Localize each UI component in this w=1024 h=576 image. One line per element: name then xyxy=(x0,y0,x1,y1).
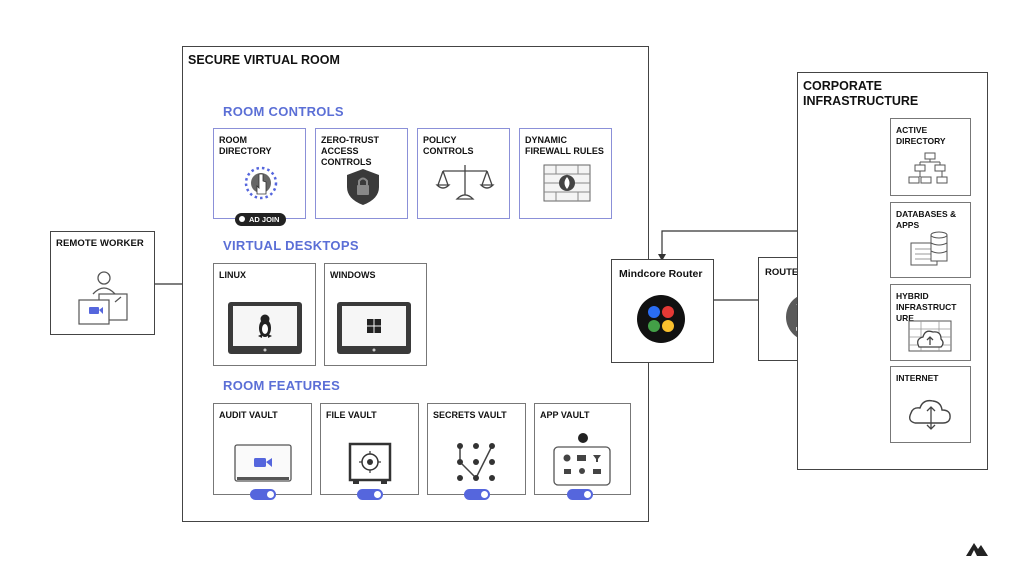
app-grid-icon xyxy=(553,433,611,486)
firewall-icon xyxy=(543,164,591,202)
scales-icon xyxy=(435,165,495,200)
room-directory-label: ROOM DIRECTORY xyxy=(219,135,272,156)
secrets-vault-label: SECRETS VAULT xyxy=(433,410,507,420)
active-directory-card[interactable]: ACTIVE DIRECTORY xyxy=(890,118,971,196)
dynamic-firewall-card[interactable]: DYNAMIC FIREWALL RULES xyxy=(519,128,612,219)
corporate-title: CORPORATE INFRASTRUCTURE xyxy=(803,79,919,108)
linux-desktop-card[interactable]: LINUX xyxy=(213,263,316,366)
zero-trust-card[interactable]: ZERO-TRUST ACCESS CONTROLS xyxy=(315,128,408,219)
cloud-icon xyxy=(908,399,951,430)
remote-worker-title: REMOTE WORKER xyxy=(56,238,144,249)
room-directory-card[interactable]: ROOM DIRECTORY xyxy=(213,128,306,219)
secrets-vault-toggle[interactable] xyxy=(464,489,490,500)
remote-worker-box[interactable]: REMOTE WORKER xyxy=(50,231,155,335)
secrets-vault-card[interactable]: SECRETS VAULT xyxy=(427,403,526,495)
file-vault-card[interactable]: FILE VAULT xyxy=(320,403,419,495)
policy-controls-card[interactable]: POLICY CONTROLS xyxy=(417,128,510,219)
audit-vault-card[interactable]: AUDIT VAULT xyxy=(213,403,312,495)
room-controls-heading: ROOM CONTROLS xyxy=(223,104,344,119)
audit-vault-label: AUDIT VAULT xyxy=(219,410,278,420)
virtual-desktops-heading: VIRTUAL DESKTOPS xyxy=(223,238,359,253)
mindcore-router-title: Mindcore Router xyxy=(619,268,703,280)
safe-icon xyxy=(348,442,392,484)
app-vault-card[interactable]: APP VAULT xyxy=(534,403,631,495)
app-vault-toggle[interactable] xyxy=(567,489,593,500)
hybrid-infrastructure-card[interactable]: HYBRID INFRASTRUCT URE xyxy=(890,284,971,361)
mindcore-router-box[interactable]: Mindcore Router xyxy=(611,259,714,363)
org-chart-icon xyxy=(908,152,948,184)
windows-monitor-icon xyxy=(337,302,411,354)
touch-icon xyxy=(244,166,278,200)
file-vault-toggle[interactable] xyxy=(357,489,383,500)
databases-apps-label: DATABASES & APPS xyxy=(896,209,957,230)
room-features-heading: ROOM FEATURES xyxy=(223,378,341,393)
windows-label: WINDOWS xyxy=(330,270,376,280)
app-vault-label: APP VAULT xyxy=(540,410,590,420)
secure-room-title: SECURE VIRTUAL ROOM xyxy=(188,53,340,67)
zero-trust-label: ZERO-TRUST ACCESS CONTROLS xyxy=(321,135,379,167)
policy-controls-label: POLICY CONTROLS xyxy=(423,135,474,156)
ad-join-badge[interactable]: AD JOIN xyxy=(235,213,287,226)
pattern-lock-icon xyxy=(457,443,495,481)
video-screen-icon xyxy=(234,444,292,482)
remote-worker-icon xyxy=(78,271,128,325)
brand-logo-icon xyxy=(966,543,988,556)
internet-card[interactable]: INTERNET xyxy=(890,366,971,443)
internet-label: INTERNET xyxy=(896,373,939,383)
file-vault-label: FILE VAULT xyxy=(326,410,377,420)
cloud-server-icon xyxy=(908,320,952,352)
hybrid-infrastructure-label: HYBRID INFRASTRUCT URE xyxy=(896,291,957,323)
database-icon xyxy=(910,231,948,266)
databases-apps-card[interactable]: DATABASES & APPS xyxy=(890,202,971,278)
active-directory-label: ACTIVE DIRECTORY xyxy=(896,125,946,146)
windows-desktop-card[interactable]: WINDOWS xyxy=(324,263,427,366)
dynamic-firewall-label: DYNAMIC FIREWALL RULES xyxy=(525,135,604,156)
linux-label: LINUX xyxy=(219,270,246,280)
shield-lock-icon xyxy=(347,169,379,205)
mindcore-logo-icon xyxy=(637,295,685,343)
audit-vault-toggle[interactable] xyxy=(250,489,276,500)
linux-monitor-icon xyxy=(228,302,302,354)
